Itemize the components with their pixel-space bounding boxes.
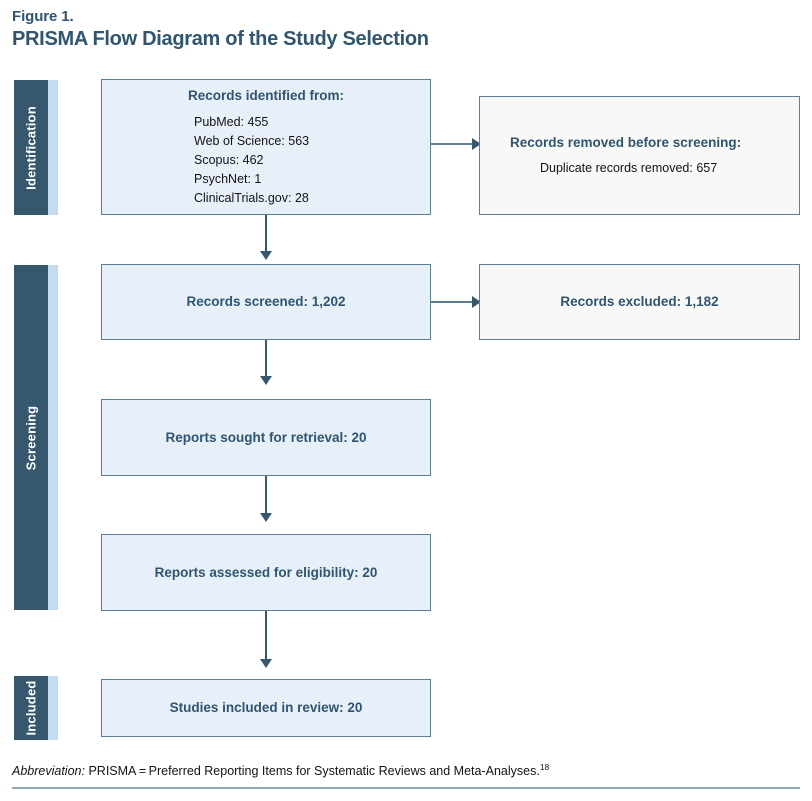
phase-band-identification: Identification	[14, 80, 48, 215]
box-records-screened: Records screened: 1,202	[101, 264, 431, 340]
box-reports-sought-title: Reports sought for retrieval: 20	[165, 429, 367, 445]
phase-label-included: Included	[23, 680, 39, 736]
phase-label-screening: Screening	[23, 405, 39, 470]
phase-strip-identification	[48, 80, 58, 215]
footnote-text: PRISMA = Preferred Reporting Items for S…	[88, 764, 540, 779]
box-records-removed-title: Records removed before screening:	[510, 134, 742, 150]
list-item: ClinicalTrials.gov: 28	[194, 190, 309, 205]
footer-divider	[12, 787, 800, 789]
box-reports-assessed-title: Reports assessed for eligibility: 20	[154, 564, 378, 580]
arrow-assessed-to-included-head	[260, 659, 272, 668]
footnote: Abbreviation: PRISMA = Preferred Reporti…	[12, 762, 549, 778]
phase-strip-included	[48, 676, 58, 740]
phase-label-identification: Identification	[23, 105, 39, 190]
box-records-excluded: Records excluded: 1,182	[479, 264, 800, 340]
box-records-identified-list: PubMed: 455 Web of Science: 563 Scopus: …	[102, 113, 430, 208]
box-records-identified-title: Records identified from:	[187, 88, 344, 104]
box-records-screened-title: Records screened: 1,202	[186, 294, 346, 310]
arrow-identified-to-removed-head	[472, 138, 481, 150]
arrow-screened-to-sought-line	[265, 340, 267, 380]
arrow-sought-to-assessed-head	[260, 513, 272, 522]
box-records-excluded-title: Records excluded: 1,182	[560, 294, 719, 310]
box-studies-included: Studies included in review: 20	[101, 679, 431, 737]
list-item: PsychNet: 1	[194, 171, 262, 186]
box-records-removed-list: Duplicate records removed: 657	[480, 159, 799, 178]
footnote-prefix: Abbreviation:	[12, 764, 85, 779]
figure-label: Figure 1.	[12, 8, 74, 25]
list-item: Scopus: 462	[194, 152, 264, 167]
box-records-removed: Records removed before screening: Duplic…	[479, 96, 800, 215]
arrow-screened-to-sought-head	[260, 376, 272, 385]
arrow-sought-to-assessed-line	[265, 476, 267, 517]
box-reports-sought: Reports sought for retrieval: 20	[101, 399, 431, 476]
list-item: Duplicate records removed: 657	[540, 161, 718, 176]
arrow-assessed-to-included-line	[265, 611, 267, 663]
arrow-screened-to-excluded-line	[431, 301, 477, 303]
list-item: PubMed: 455	[194, 114, 269, 129]
phase-band-included: Included	[14, 676, 48, 740]
page-title: PRISMA Flow Diagram of the Study Selecti…	[12, 28, 429, 50]
phase-band-screening: Screening	[14, 265, 48, 610]
arrow-identified-to-removed-line	[431, 143, 477, 145]
box-records-identified: Records identified from: PubMed: 455 Web…	[101, 79, 431, 215]
list-item: Web of Science: 563	[194, 133, 310, 148]
box-reports-assessed: Reports assessed for eligibility: 20	[101, 534, 431, 611]
arrow-identified-to-screened-head	[260, 251, 272, 260]
footnote-citation: 18	[539, 762, 550, 772]
arrow-identified-to-screened-line	[265, 215, 267, 255]
phase-strip-screening	[48, 265, 58, 610]
arrow-screened-to-excluded-head	[472, 296, 481, 308]
box-studies-included-title: Studies included in review: 20	[169, 700, 363, 716]
